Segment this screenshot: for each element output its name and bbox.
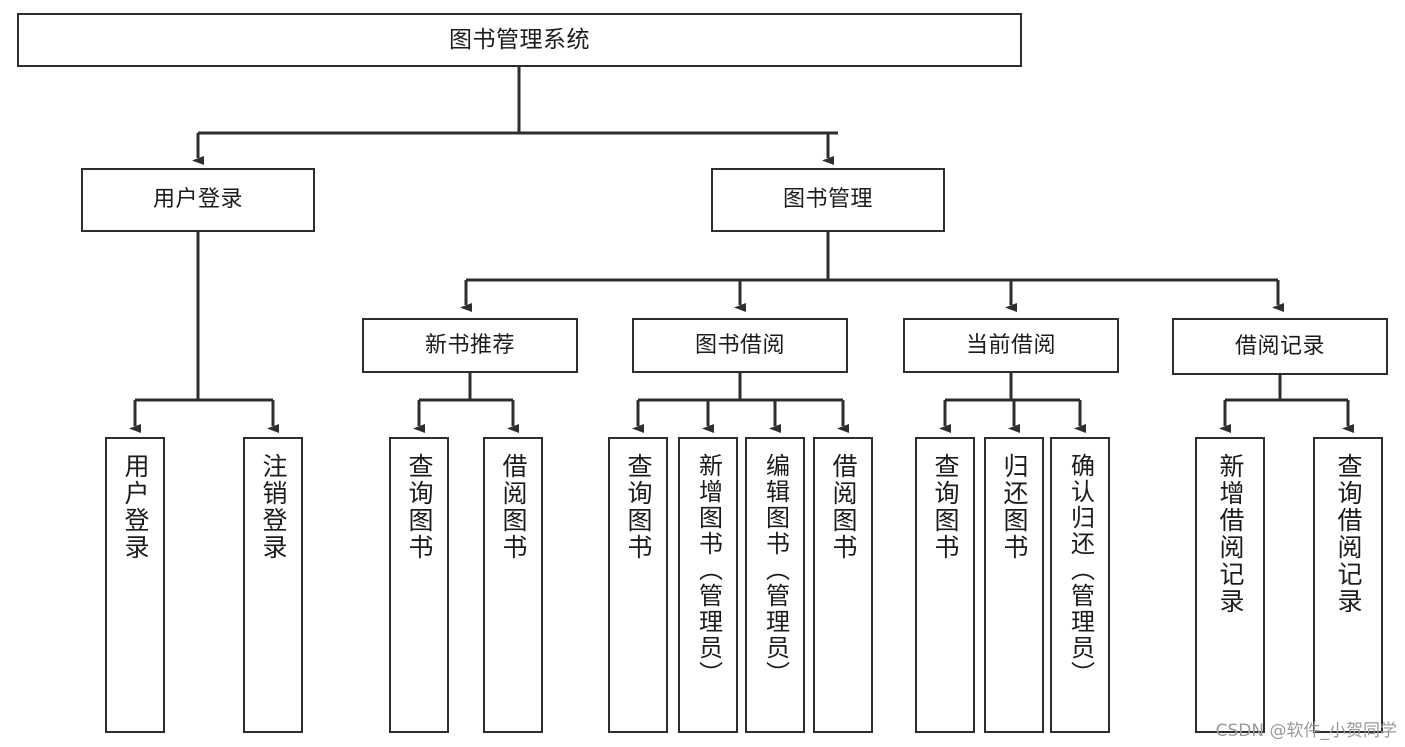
node-new-book-recommend[interactable]: 新书推荐 — [362, 318, 578, 373]
node-label: 编辑图书（管理员） — [761, 453, 790, 687]
node-label: 查询借阅记录 — [1334, 453, 1363, 615]
leaf-book-borrow-borrow-book[interactable]: 借阅图书 — [813, 437, 873, 733]
leaf-book-borrow-query-book[interactable]: 查询图书 — [608, 437, 668, 733]
node-label: 归还图书 — [1000, 453, 1029, 561]
node-label: 查询图书 — [931, 453, 960, 561]
node-book-borrow[interactable]: 图书借阅 — [632, 318, 848, 373]
node-label: 当前借阅 — [965, 332, 1056, 358]
node-label: 查询图书 — [405, 453, 434, 561]
node-label: 注销登录 — [259, 453, 288, 561]
leaf-current-borrow-query-book[interactable]: 查询图书 — [915, 437, 975, 733]
leaf-borrow-record-add-record[interactable]: 新增借阅记录 — [1195, 437, 1265, 733]
leaf-user-login-login[interactable]: 用户登录 — [105, 437, 165, 733]
node-borrow-record[interactable]: 借阅记录 — [1172, 318, 1388, 375]
node-label: 借阅图书 — [829, 453, 858, 561]
leaf-new-book-borrow-book[interactable]: 借阅图书 — [483, 437, 543, 733]
node-label: 借阅记录 — [1234, 333, 1325, 359]
node-label: 图书管理 — [782, 187, 873, 213]
node-root-book-management-system[interactable]: 图书管理系统 — [17, 13, 1022, 67]
node-label: 新增借阅记录 — [1216, 453, 1245, 615]
node-label: 新增图书（管理员） — [694, 453, 723, 687]
node-user-login[interactable]: 用户登录 — [81, 168, 315, 232]
leaf-current-borrow-confirm-return-admin[interactable]: 确认归还（管理员） — [1050, 437, 1110, 733]
node-label: 用户登录 — [152, 187, 243, 213]
leaf-current-borrow-return-book[interactable]: 归还图书 — [984, 437, 1044, 733]
leaf-user-login-logout[interactable]: 注销登录 — [243, 437, 303, 733]
node-label: 新书推荐 — [424, 332, 515, 358]
leaf-new-book-query-book[interactable]: 查询图书 — [389, 437, 449, 733]
watermark-text: CSDN @软件_小贺同学 — [1215, 721, 1397, 741]
node-current-borrow[interactable]: 当前借阅 — [903, 318, 1119, 373]
leaf-book-borrow-add-book-admin[interactable]: 新增图书（管理员） — [678, 437, 738, 733]
node-label: 图书借阅 — [694, 332, 785, 358]
leaf-book-borrow-edit-book-admin[interactable]: 编辑图书（管理员） — [745, 437, 805, 733]
node-label: 图书管理系统 — [449, 26, 590, 53]
node-book-management[interactable]: 图书管理 — [711, 168, 945, 232]
node-label: 查询图书 — [624, 453, 653, 561]
node-label: 用户登录 — [121, 453, 150, 561]
node-label: 借阅图书 — [499, 453, 528, 561]
leaf-borrow-record-query-record[interactable]: 查询借阅记录 — [1313, 437, 1383, 733]
node-label: 确认归还（管理员） — [1066, 453, 1095, 687]
